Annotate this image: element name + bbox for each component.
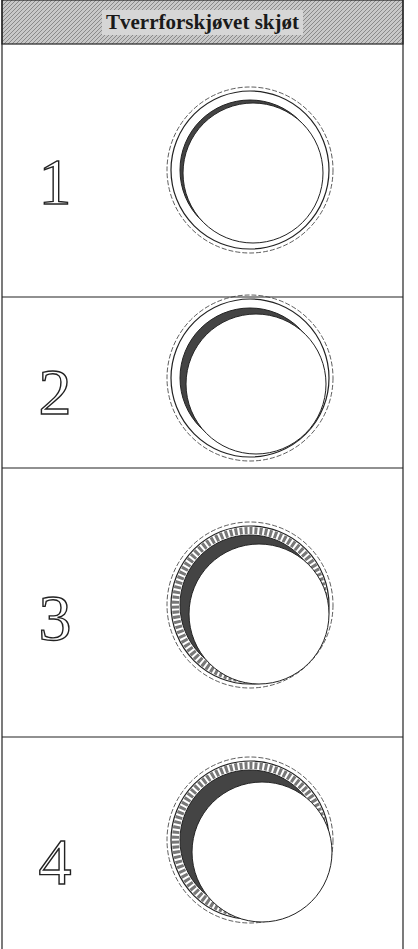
offset-bore <box>183 103 323 243</box>
pipe-outer <box>167 295 333 461</box>
row-divider <box>2 296 403 297</box>
pipe-wall <box>171 91 329 249</box>
pipe-outer <box>167 87 333 253</box>
table-title: Tverrforskjøvet skjøt <box>102 10 303 35</box>
header-band <box>2 0 403 44</box>
offset-bore <box>189 544 329 684</box>
pipe-section <box>167 757 333 923</box>
row-divider <box>2 467 403 468</box>
row-number: 2 <box>39 359 72 425</box>
row-number: 1 <box>39 149 72 215</box>
table-grid <box>2 0 403 949</box>
pipe-section <box>167 295 333 461</box>
row-number: 3 <box>39 585 72 651</box>
pipe-section <box>167 522 333 688</box>
pipe-outer <box>167 522 333 688</box>
row-number: 4 <box>39 829 72 895</box>
table-border <box>1 0 2 949</box>
table-border <box>402 0 403 949</box>
offset-bore <box>186 314 326 454</box>
pipe-wall <box>171 526 329 684</box>
offset-bore <box>192 782 332 922</box>
pipe-wall <box>171 299 329 457</box>
row-divider <box>2 736 403 737</box>
pipe-section <box>167 87 333 253</box>
pipe-outer <box>167 757 333 923</box>
